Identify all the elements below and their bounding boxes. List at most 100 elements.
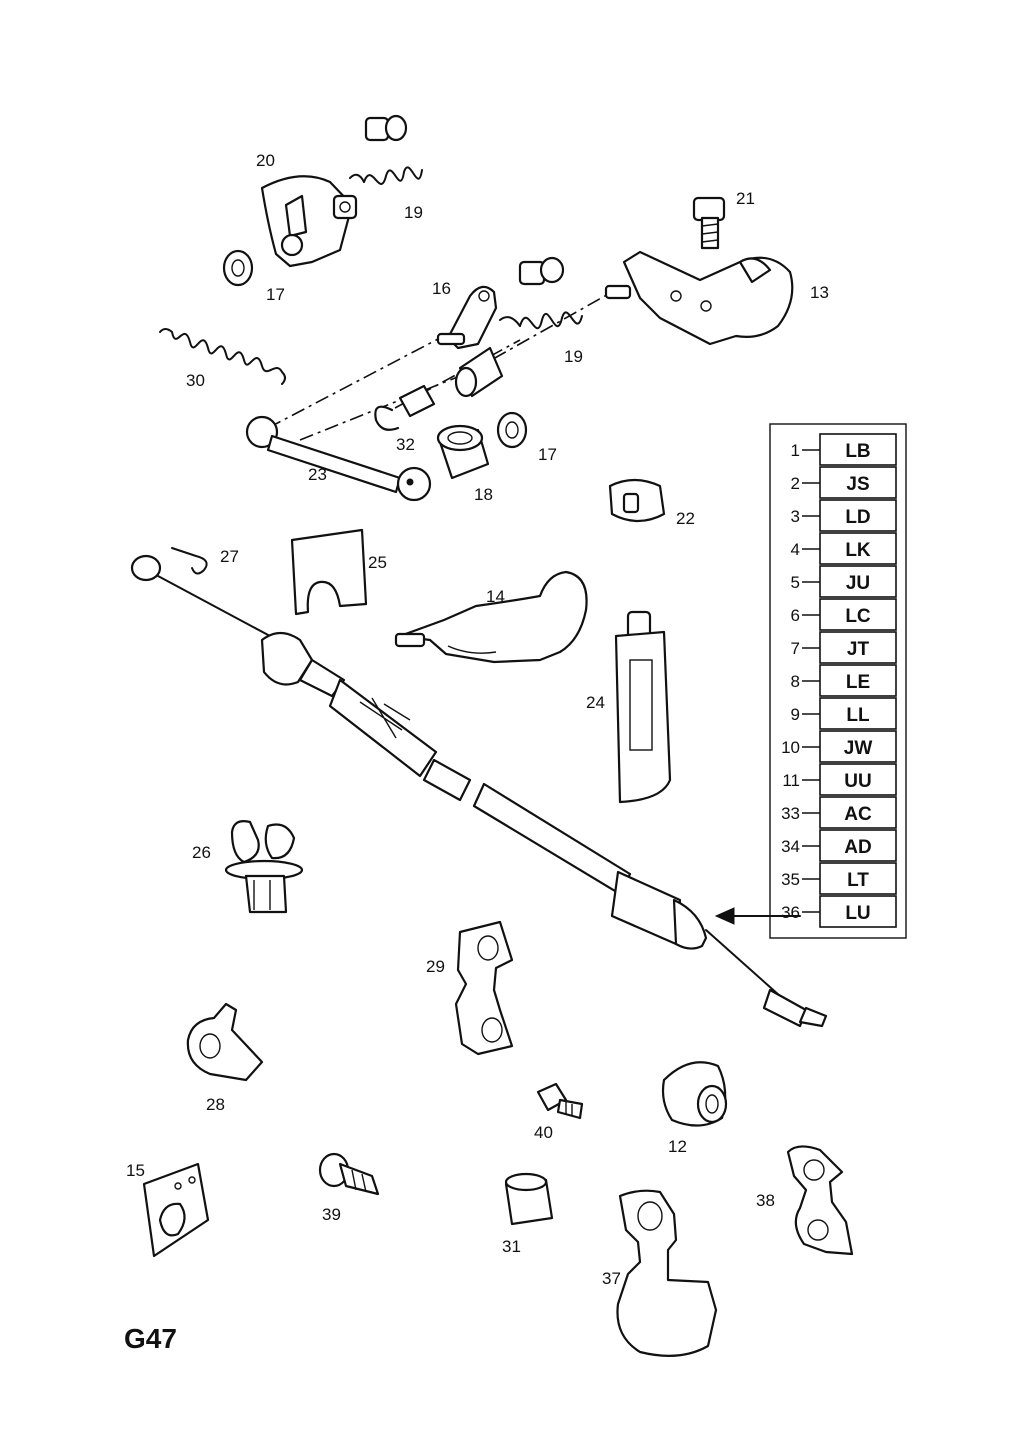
callout-19-top: 19 xyxy=(404,203,423,222)
variant-row-number: 2 xyxy=(791,474,800,493)
variant-row-number: 4 xyxy=(791,540,800,559)
part-13-bracket xyxy=(604,250,794,346)
variant-row: 10 JW xyxy=(781,730,897,763)
part-30-spring-long xyxy=(159,328,286,385)
part-sleeve xyxy=(454,346,504,398)
part-29-double-clip xyxy=(454,920,514,1056)
variant-row: 4 LK xyxy=(791,532,897,565)
callout-18: 18 xyxy=(474,485,493,504)
variant-row-number: 10 xyxy=(781,738,800,757)
variant-row-number: 5 xyxy=(791,573,800,592)
variant-row: 5 JU xyxy=(791,565,897,598)
part-23-rod xyxy=(245,415,432,502)
variant-code-box xyxy=(819,895,897,928)
variant-code: LK xyxy=(845,540,871,561)
variant-row-number: 33 xyxy=(781,804,800,823)
variant-row-number: 1 xyxy=(791,441,800,460)
callout-16: 16 xyxy=(432,279,451,298)
part-32-c-clip xyxy=(374,405,400,431)
part-25-retainer-clip xyxy=(290,528,368,616)
callout-21: 21 xyxy=(736,189,755,208)
variant-code-box xyxy=(819,433,897,466)
part-27-spring-clip xyxy=(171,547,208,575)
variant-code: LT xyxy=(847,870,869,891)
variant-code-box xyxy=(819,499,897,532)
variant-row: 7 JT xyxy=(791,631,897,664)
part-24-grease-tube xyxy=(614,610,672,804)
table-arrow xyxy=(714,907,801,925)
part-22-rubber-cap xyxy=(608,478,666,523)
variant-code-box xyxy=(819,730,897,763)
variant-code-box xyxy=(819,697,897,730)
variant-row-number: 6 xyxy=(791,606,800,625)
part-19-spring-mid xyxy=(499,311,583,330)
part-pin-mid xyxy=(518,256,565,286)
callout-labels: 20 19 17 21 16 13 19 30 32 17 23 18 22 2… xyxy=(126,151,829,1288)
variant-code: JU xyxy=(846,573,870,594)
part-40-screw xyxy=(536,1082,584,1120)
variant-row: 1 LB xyxy=(791,433,897,466)
variant-code-box xyxy=(819,796,897,829)
variant-code: LC xyxy=(845,606,871,627)
variant-row: 35 LT xyxy=(781,862,897,895)
variant-row-number: 8 xyxy=(791,672,800,691)
variant-row: 9 LL xyxy=(791,697,897,730)
variant-row-number: 35 xyxy=(781,870,800,889)
callout-20: 20 xyxy=(256,151,275,170)
variant-row-number: 11 xyxy=(782,771,800,790)
part-26-push-clip xyxy=(224,820,304,914)
callout-31: 31 xyxy=(502,1237,521,1256)
callout-29: 29 xyxy=(426,957,445,976)
variant-code: AD xyxy=(844,837,871,858)
variant-row: 34 AD xyxy=(781,829,897,862)
page-code: G47 xyxy=(124,1323,177,1354)
variant-code-box xyxy=(819,862,897,895)
callout-27: 27 xyxy=(220,547,239,566)
callout-40: 40 xyxy=(534,1123,553,1142)
callout-28: 28 xyxy=(206,1095,225,1114)
callout-37: 37 xyxy=(602,1269,621,1288)
variant-code-box xyxy=(819,763,897,796)
part-21-bolt xyxy=(692,196,726,250)
variant-code-box xyxy=(819,829,897,862)
variant-row: 6 LC xyxy=(791,598,897,631)
part-38-double-clip xyxy=(786,1145,854,1256)
variant-code-box xyxy=(819,631,897,664)
assembly-axis-lines xyxy=(267,291,613,441)
variant-row-number: 36 xyxy=(781,903,800,922)
callout-32: 32 xyxy=(396,435,415,454)
variant-code: LB xyxy=(845,441,870,462)
callout-17-mid: 17 xyxy=(538,445,557,464)
variant-code-box xyxy=(819,565,897,598)
part-12-grommet xyxy=(661,1061,728,1127)
callout-23: 23 xyxy=(308,465,327,484)
variant-code: LD xyxy=(845,507,870,528)
part-39-flange-bolt xyxy=(318,1152,380,1196)
variant-row: 3 LD xyxy=(791,499,897,532)
callout-22: 22 xyxy=(676,509,695,528)
variant-row-number: 3 xyxy=(791,507,800,526)
callout-25: 25 xyxy=(368,553,387,572)
variant-code: JW xyxy=(844,738,873,759)
part-15-plate xyxy=(142,1162,210,1258)
variant-row-number: 9 xyxy=(791,705,800,724)
part-17-washer-top xyxy=(222,249,254,287)
variant-code: LE xyxy=(846,672,870,693)
callout-13: 13 xyxy=(810,283,829,302)
part-20-adjuster-lever xyxy=(260,175,358,268)
part-pin-top xyxy=(364,114,408,142)
part-main-cable xyxy=(130,554,828,1028)
part-16-lever xyxy=(436,285,498,350)
variant-code: JT xyxy=(847,639,870,660)
variant-code: JS xyxy=(846,474,869,495)
part-19-spring-top xyxy=(349,166,423,185)
part-37-clamp xyxy=(616,1189,718,1357)
variant-code: LL xyxy=(846,705,870,726)
variant-row-number: 7 xyxy=(791,639,800,658)
variant-row-number: 34 xyxy=(781,837,800,856)
